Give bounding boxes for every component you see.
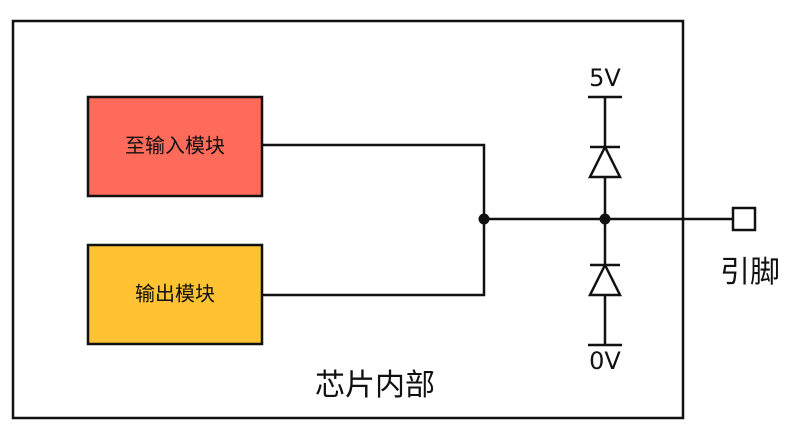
gnd-label: 0V	[589, 347, 621, 375]
wires	[262, 97, 733, 345]
lower-diode-triangle	[587, 262, 623, 297]
pin-label: 引脚	[720, 255, 780, 290]
junction-dot-right	[599, 213, 611, 225]
vcc-label: 5V	[589, 64, 621, 92]
chip-label: 芯片内部	[315, 368, 435, 403]
input-module-label: 至输入模块	[125, 134, 225, 158]
upper-diode-triangle	[587, 144, 623, 179]
output-module-box	[86, 243, 264, 346]
lower-protection-diode	[587, 262, 623, 297]
junction-dot-left	[478, 213, 490, 225]
pin-terminal	[731, 206, 757, 232]
output-wire	[262, 219, 486, 297]
output-module-block: 输出模块	[86, 243, 264, 346]
input-wire	[262, 143, 486, 219]
upper-protection-diode	[587, 144, 623, 179]
input-module-block: 至输入模块	[86, 95, 264, 198]
output-module-label: 输出模块	[135, 282, 215, 306]
input-module-box	[86, 95, 264, 198]
